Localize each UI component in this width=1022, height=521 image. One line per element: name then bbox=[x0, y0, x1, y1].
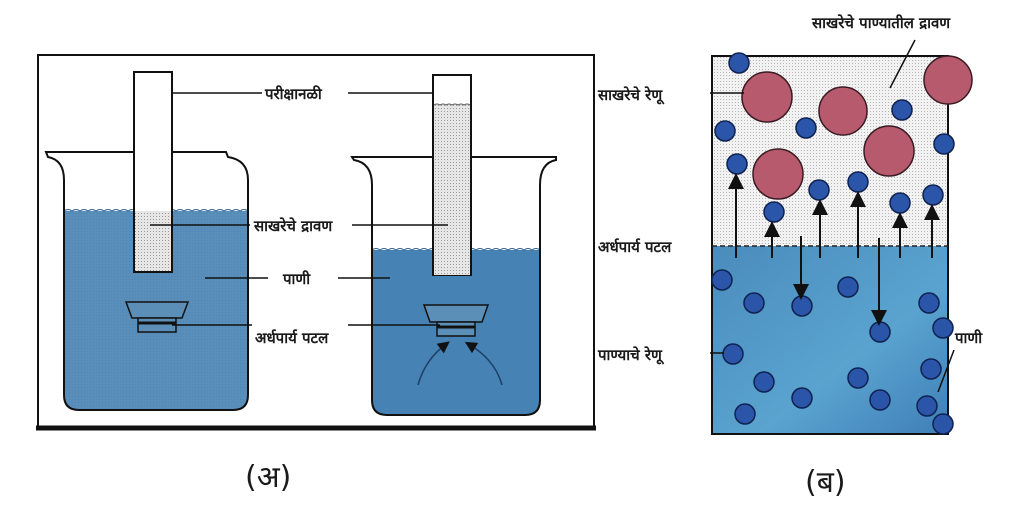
label-water-a: पाणी bbox=[282, 270, 311, 288]
membrane-left bbox=[137, 317, 177, 333]
label-test-tube: परीक्षानळी bbox=[264, 85, 323, 103]
figure-b-leader-lines bbox=[710, 39, 955, 393]
label-membrane-b: अर्धपार्य पटल bbox=[598, 238, 672, 256]
figure-b: साखरेचे पाण्यातील द्रावण साखरेचे रेणू अर… bbox=[597, 14, 983, 500]
figure-a: परीक्षानळी साखरेचे द्रावण पाणी अर्धपार्य… bbox=[36, 54, 596, 495]
label-sugar-in-water-solution: साखरेचे पाण्यातील द्रावण bbox=[811, 14, 951, 32]
label-sugar-solution: साखरेचे द्रावण bbox=[253, 217, 333, 235]
label-water-molecules: पाण्याचे रेणू bbox=[597, 346, 665, 365]
sugar-solution-left bbox=[135, 211, 171, 271]
caption-b: (ब) bbox=[805, 465, 846, 500]
caption-a: (अ) bbox=[245, 460, 291, 495]
figure-a-leader-lines bbox=[150, 92, 448, 326]
label-sugar-molecules: साखरेचे रेणू bbox=[597, 86, 665, 105]
arrows-up bbox=[728, 173, 940, 258]
sugar-molecules bbox=[741, 55, 973, 200]
water-molecules bbox=[711, 52, 955, 435]
label-membrane-a: अर्धपार्य पटल bbox=[255, 329, 329, 347]
beaker-right bbox=[350, 74, 557, 416]
water-region bbox=[712, 246, 948, 434]
sugar-solution-right bbox=[434, 105, 470, 275]
arrows-down bbox=[793, 236, 887, 326]
label-water-b: पाणी bbox=[954, 329, 983, 347]
membrane-right bbox=[436, 321, 476, 337]
